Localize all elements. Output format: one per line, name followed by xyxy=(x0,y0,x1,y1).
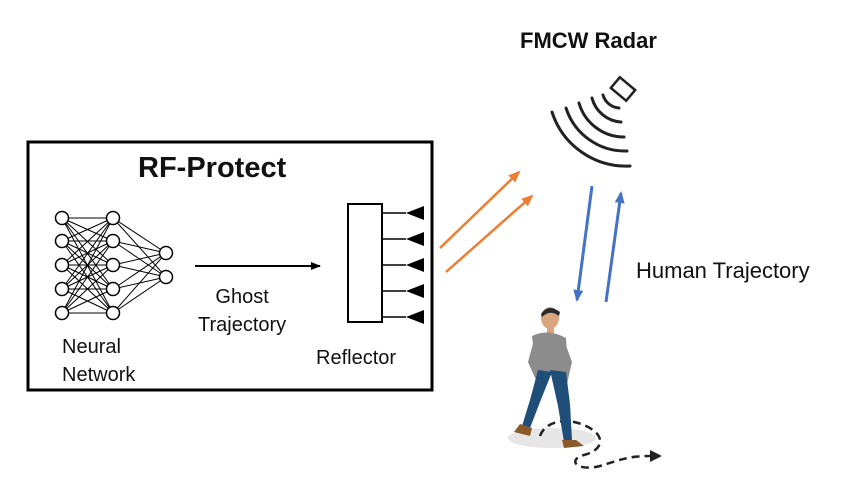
nn-connection xyxy=(112,240,167,254)
human-reflection-up-arrow xyxy=(604,191,625,303)
reflected-signal-arrow-2 xyxy=(445,194,534,273)
nn-connection xyxy=(61,217,114,242)
reflected-signal-arrow-1 xyxy=(439,170,521,249)
nn-node xyxy=(54,233,70,249)
reflector-antenna-element xyxy=(406,232,424,246)
nn-connection xyxy=(112,252,167,314)
nn-connection xyxy=(61,264,114,314)
nn-node xyxy=(105,233,121,249)
neural-network-label-line1: Neural xyxy=(62,336,121,358)
rf-protect-title: RF-Protect xyxy=(138,152,287,184)
reflector-antenna-element xyxy=(406,258,424,272)
nn-node xyxy=(105,210,121,226)
nn-node xyxy=(158,245,174,261)
nn-node xyxy=(158,269,174,285)
nn-node xyxy=(54,210,70,226)
nn-connection xyxy=(112,252,167,290)
radar-title: FMCW Radar xyxy=(520,28,657,53)
neural-network-icon xyxy=(54,210,174,321)
nn-node xyxy=(105,305,121,321)
ghost-trajectory-label-line2: Trajectory xyxy=(198,314,287,336)
nn-connection xyxy=(61,217,114,290)
walking-person-icon xyxy=(508,307,662,469)
nn-node xyxy=(54,257,70,273)
nn-connection xyxy=(61,217,114,314)
reflector-label: Reflector xyxy=(316,347,397,369)
nn-node xyxy=(54,281,70,297)
ghost-trajectory-label: Ghost Trajectory xyxy=(198,283,286,339)
nn-connection xyxy=(112,276,167,314)
nn-connection xyxy=(112,252,167,266)
radar-signal-down-arrow xyxy=(573,185,594,302)
rf-protect-box xyxy=(26,140,434,392)
reflector-icon xyxy=(347,203,424,324)
nn-node xyxy=(105,281,121,297)
reflector-antenna-element xyxy=(406,206,424,220)
human-trajectory-label: Human Trajectory xyxy=(636,258,810,283)
nn-connection xyxy=(112,217,167,254)
radar-antenna-icon xyxy=(550,75,637,168)
nn-connection xyxy=(61,217,114,266)
neural-network-label: Neural Network xyxy=(62,333,135,389)
nn-node xyxy=(54,305,70,321)
nn-node xyxy=(105,257,121,273)
reflector-antenna-element xyxy=(406,310,424,324)
reflector-antenna-element xyxy=(406,284,424,298)
ghost-trajectory-label-line1: Ghost xyxy=(215,286,269,308)
neural-network-label-line2: Network xyxy=(62,364,136,386)
nn-connection xyxy=(61,288,114,314)
nn-connection xyxy=(61,240,114,314)
